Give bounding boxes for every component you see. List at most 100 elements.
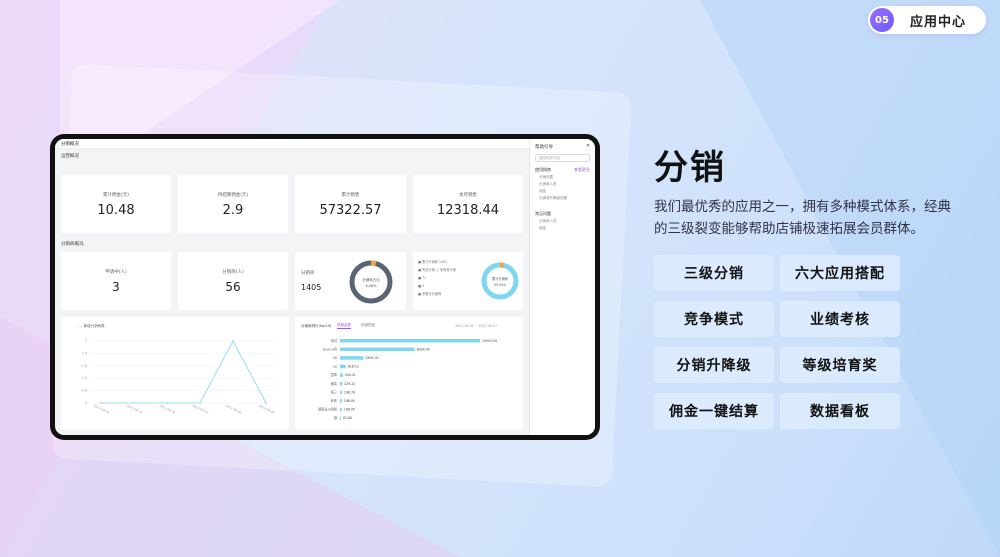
bar [340, 399, 342, 403]
help-link[interactable]: 佣金 [539, 189, 546, 193]
ranking-tab-commission[interactable]: 按佣金额 [337, 323, 351, 329]
stat-label: 本月销售 [459, 193, 477, 198]
more-link[interactable]: 查看更多 [574, 167, 590, 172]
bar-value-label: 2500.00 [365, 356, 378, 360]
bar-category-label: 微笑 [331, 381, 338, 386]
people-card: 分销商(人) 56 [178, 252, 288, 310]
donut-center-label: 分销商占比 [362, 277, 380, 282]
stat-label: 累计销售 [341, 193, 360, 198]
help-link[interactable]: 分销商入驻 [539, 182, 557, 186]
x-tick-label: 2023-08-30 [93, 404, 111, 415]
bar [340, 382, 343, 386]
help-group-title: 常见问题 [535, 211, 551, 216]
bar-category-label: aa [333, 365, 337, 369]
help-link[interactable]: 佣金 [539, 226, 546, 230]
feature-tag: 佣金一键结算 [654, 393, 774, 429]
bar [340, 390, 342, 395]
data-point [264, 401, 268, 405]
stat-card: 待结算佣金(元) 2.9 [178, 175, 288, 233]
search-placeholder: 搜索相关内容 [539, 156, 560, 160]
bar-category-label: 菲菲 [331, 398, 338, 403]
feature-tag: 业绩考核 [780, 301, 900, 337]
badge-number: 05 [870, 8, 894, 32]
donut-chart: 分销商占比 4.06% [349, 260, 393, 304]
donut-legend: ■ 累计分销商 1405 ■ 有效分销 □ 非有效分销 ■ 71 ■ 0 ■ 非… [418, 258, 456, 298]
data-point [231, 339, 235, 343]
bar-category-label: 张三 [331, 389, 337, 394]
help-sidebar-header: 帮助引导 ✕ [535, 144, 590, 150]
bar-category-label: 蓝莓 [331, 372, 338, 377]
stat-value: 12318.44 [436, 203, 500, 218]
tablet-mockup: 分销概况 运营概况 累计佣金(元) 10.48 待结算佣金(元) 2.9 累计销… [50, 134, 600, 440]
data-point [99, 401, 103, 405]
help-group: 常见问题 [535, 211, 590, 217]
people-value: 3 [112, 280, 120, 294]
ranking-date[interactable]: 2023-09-01 ~ 2023-09-07 [455, 324, 497, 328]
legend-item: ■ 0 [418, 284, 425, 288]
stat-label: 待结算佣金(元) [217, 193, 249, 198]
stat-card: 累计销售 57322.57 [295, 175, 406, 233]
y-tick-label: 1.8 [82, 364, 87, 368]
series-line [101, 340, 267, 404]
legend-item: ■ 累计分销商 1405 [418, 260, 448, 264]
section-title-overview: 运营概况 [61, 154, 79, 159]
bar-category-label: Jessica哥 [322, 346, 338, 351]
stat-value: 2.9 [222, 203, 244, 218]
legend-item: ■ 71 [418, 276, 427, 280]
bar-value-label: 198.00 [344, 399, 355, 403]
x-tick-label: 2023-09-02 [192, 404, 210, 415]
stat-value: 10.48 [97, 203, 135, 218]
feature-tag: 六大应用搭配 [780, 255, 900, 291]
feature-tag: 等级培育奖 [780, 347, 900, 383]
line-chart-legend: — 新增分销商数 [79, 324, 105, 328]
bar-value-label: 61.80 [343, 416, 352, 420]
bar [340, 356, 364, 360]
stat-label: 累计佣金(元) [102, 193, 129, 198]
people-label: 分销商(人) [222, 270, 244, 275]
feature-tag: 三级分销 [654, 255, 774, 291]
badge-label: 应用中心 [910, 14, 967, 30]
donut-center-label: 累计分销商 [492, 276, 508, 281]
bar [340, 407, 342, 412]
y-tick-label: 2.4 [82, 351, 87, 355]
people-card: 申请中(人) 3 [61, 252, 171, 310]
bar-value-label: 300.41 [345, 373, 356, 377]
x-tick-label: 2023-08-31 [126, 404, 144, 415]
stat-card: 累计佣金(元) 10.48 [61, 175, 171, 233]
bar [340, 364, 346, 369]
dashboard-screenshot: 分销概况 运营概况 累计佣金(元) 10.48 待结算佣金(元) 2.9 累计销… [55, 139, 595, 435]
stat-value: 57322.57 [319, 203, 382, 218]
help-link[interactable]: 分销商升降级设置 [539, 196, 567, 200]
ranking-card: 分销商排行(top10) 按佣金额 按销售额 2023-09-01 ~ 2023… [295, 317, 523, 429]
help-link[interactable]: 分销设置 [539, 175, 553, 179]
x-tick-label: 2023-09-03 [225, 404, 243, 415]
feature-tag: 分销升降级 [654, 347, 774, 383]
feature-tag: 竞争模式 [654, 301, 774, 337]
bar-value-label: 229.22 [344, 382, 355, 386]
feature-tag: 数据看板 [780, 393, 900, 429]
close-icon[interactable]: ✕ [586, 144, 590, 149]
data-point [165, 401, 169, 405]
data-point [132, 401, 136, 405]
bar-value-label: 198.00 [344, 408, 355, 412]
bar [340, 416, 341, 420]
donut-value: 1405 [301, 283, 322, 292]
dashboard-topbar: 分销概况 [55, 139, 529, 149]
stat-card: 本月销售 12318.44 [413, 175, 523, 233]
help-link[interactable]: 分销商入驻 [539, 219, 557, 223]
donut-label: 分销商 [301, 271, 315, 276]
help-group-title: 使用指南 [535, 167, 551, 172]
x-tick-label: 2023-09-04 [258, 404, 276, 415]
page-title: 分销 [654, 148, 726, 188]
y-tick-label: 0.6 [82, 389, 87, 393]
ranking-tab-sales[interactable]: 按销售额 [361, 323, 375, 327]
page-description: 我们最优秀的应用之一，拥有多种模式体系，经典的三级裂变能够帮助店铺极速拓展会员群… [654, 199, 951, 237]
bar [340, 347, 415, 352]
bar-value-label: 618.12 [348, 365, 359, 369]
help-search-input[interactable]: 搜索相关内容 [535, 154, 590, 162]
ranking-title: 分销商排行(top10) [301, 324, 332, 328]
donut-center-pct: 4.06% [365, 284, 377, 288]
